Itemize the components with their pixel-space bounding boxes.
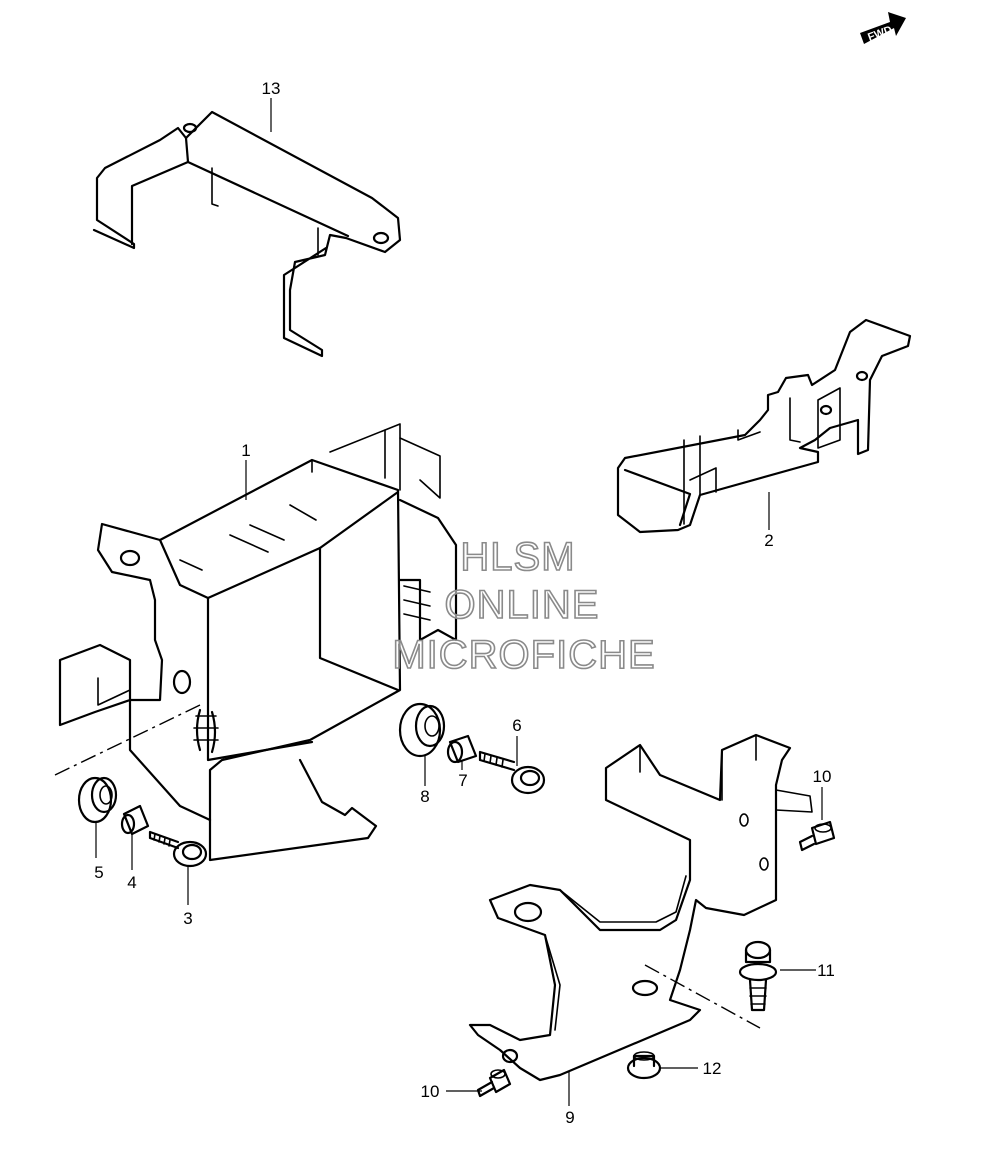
callout-5: 5 [94, 863, 103, 882]
callout-9: 9 [565, 1108, 574, 1127]
part-7-collar [446, 734, 478, 764]
part-4-collar [120, 804, 150, 836]
watermark: HLSM ONLINE MICROFICHE [392, 534, 656, 678]
part-10-bolt-upper [798, 820, 836, 852]
part-3-bolt [148, 830, 208, 868]
part-6-bolt [478, 750, 546, 795]
callout-labels: 13 1 2 3 4 5 6 7 8 9 10 10 11 12 [94, 79, 835, 1127]
callout-8: 8 [420, 787, 429, 806]
callout-10-lower: 10 [421, 1082, 440, 1101]
callout-11: 11 [817, 961, 835, 980]
callout-12: 12 [703, 1059, 722, 1078]
part-2-side-bracket [616, 318, 912, 534]
alignment-line-left [54, 704, 201, 776]
part-11-clip [738, 940, 778, 1012]
part-5-grommet [77, 776, 118, 824]
part-9-lower-bracket [468, 733, 813, 1082]
callout-7: 7 [458, 771, 467, 790]
callout-10-upper: 10 [813, 767, 832, 786]
callout-4: 4 [127, 873, 136, 892]
watermark-line-3: MICROFICHE [392, 633, 655, 677]
leader-lines [95, 98, 823, 1106]
callout-2: 2 [764, 531, 773, 550]
callout-1: 1 [241, 441, 250, 460]
callout-3: 3 [183, 909, 192, 928]
part-8-grommet [398, 702, 446, 758]
alignment-line-right [644, 964, 761, 1029]
callout-6: 6 [512, 716, 521, 735]
part-1-main-box [58, 423, 458, 862]
watermark-line-2: ONLINE [445, 583, 600, 627]
callout-13: 13 [262, 79, 281, 98]
part-12-nut [626, 1051, 662, 1080]
watermark-line-1: HLSM [460, 535, 575, 579]
fwd-label: FWD [866, 24, 894, 44]
part-10-bolt-lower [476, 1068, 512, 1098]
fwd-arrow-badge: FWD [860, 12, 906, 44]
part-13-cover-bracket [92, 110, 402, 358]
